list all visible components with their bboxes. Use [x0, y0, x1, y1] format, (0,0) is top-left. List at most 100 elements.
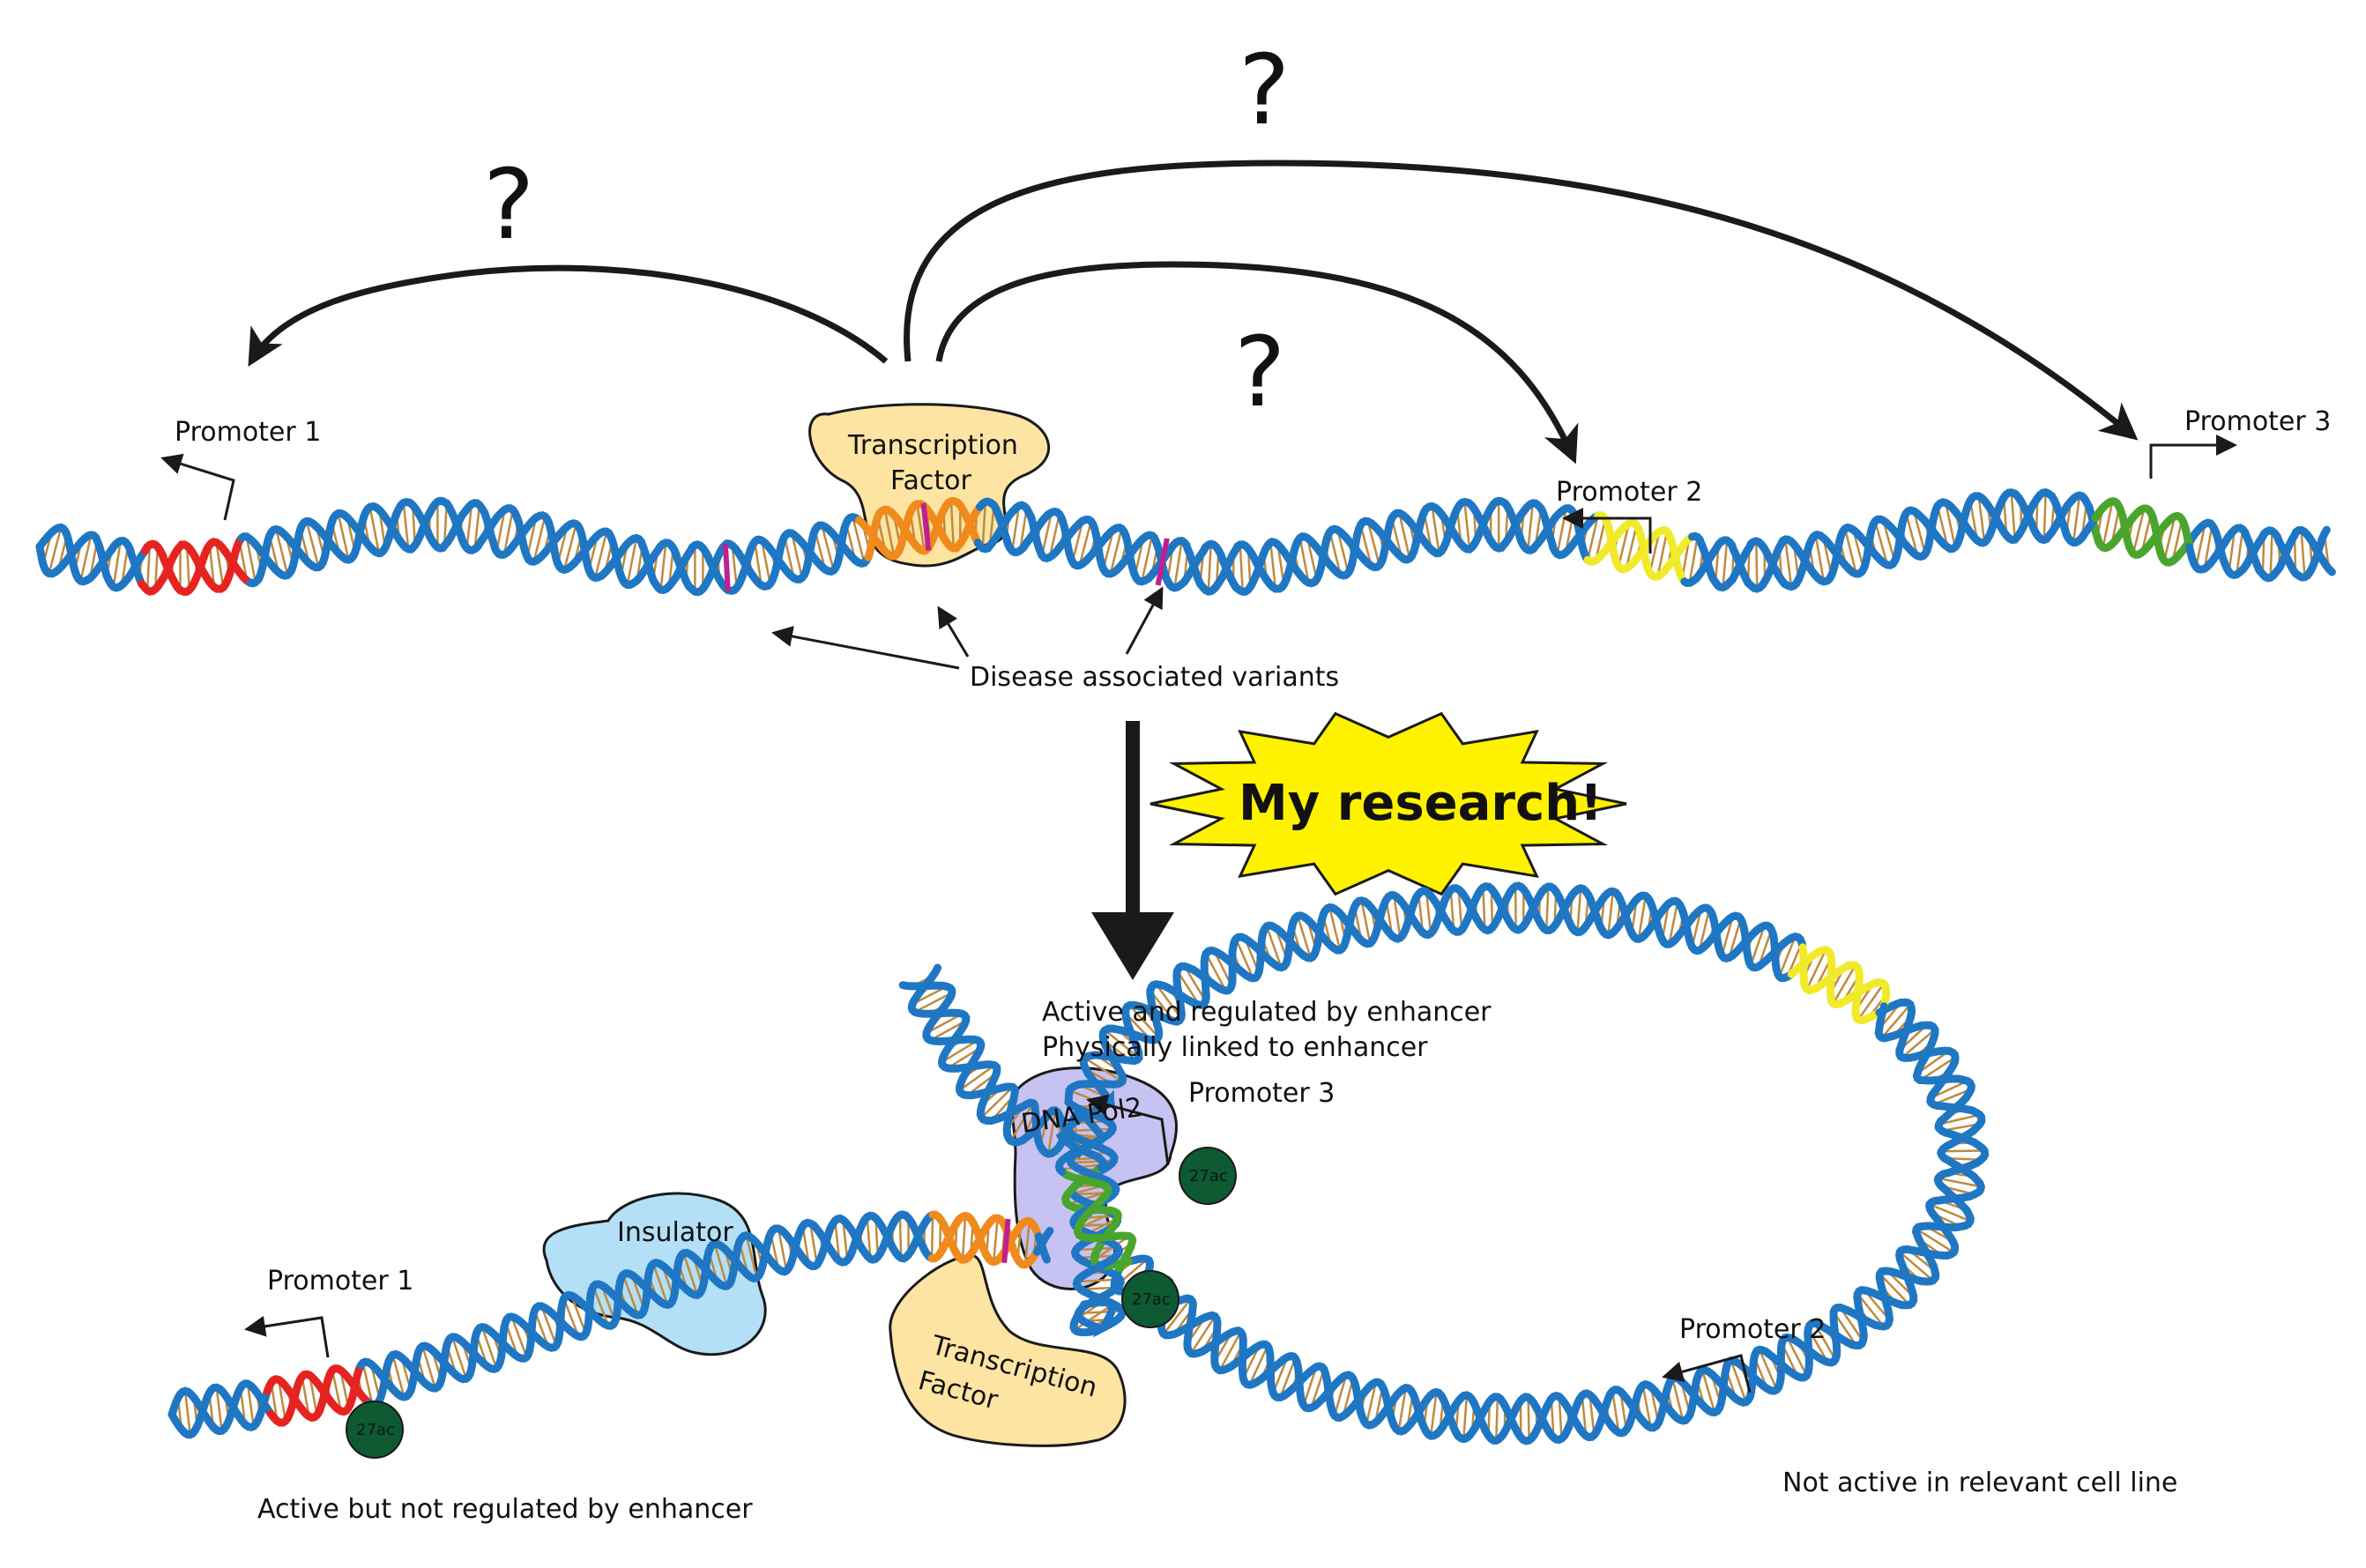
- dna-backbone: [2090, 504, 2196, 567]
- dna-base-pair: [1941, 1149, 1985, 1153]
- dna-base-pair: [1813, 1322, 1836, 1361]
- dna-base-pair: [450, 1336, 468, 1379]
- dna-backbone: [864, 496, 982, 561]
- dna-base-pair: [1882, 520, 1896, 562]
- dna-base-pair: [1429, 1392, 1438, 1437]
- dna-base-pair: [48, 527, 63, 574]
- dna-backbone: [167, 1379, 275, 1436]
- dna-base-pair: [1328, 907, 1342, 951]
- dna-base-pair: [540, 1305, 558, 1346]
- dna-base-pair: [2042, 492, 2047, 540]
- promoter-2-label-top: Promoter 2: [1556, 477, 1702, 508]
- dna-base-pair: [1269, 542, 1277, 590]
- dna-base-pair: [1239, 544, 1244, 592]
- dna-backbone: [1061, 1163, 1133, 1270]
- dna-base-pair: [1843, 528, 1857, 575]
- dna-base-pair: [1721, 916, 1734, 956]
- dna-base-pair: [570, 1295, 587, 1334]
- research-burst: [1150, 711, 1627, 896]
- dna-base-pair: [2072, 494, 2081, 543]
- dna-base-pair: [961, 1215, 967, 1260]
- dna-base-pair: [926, 1013, 964, 1035]
- dna-base-pair: [368, 506, 381, 554]
- dna-base-pair: [1010, 505, 1021, 552]
- promoter-3-label-bottom: Promoter 3: [1188, 1078, 1335, 1109]
- dna-base-pair: [1462, 1394, 1469, 1439]
- dna-base-pair: [1163, 1298, 1192, 1335]
- dna-base-pair: [1857, 983, 1885, 1021]
- dna-backbone: [1798, 943, 1884, 1025]
- dna-base-pair: [1668, 902, 1679, 945]
- dna-base-pair: [2010, 492, 2016, 540]
- dna-base-pair: [2236, 529, 2244, 575]
- dna-base-pair: [215, 1387, 223, 1431]
- dna-base-pair: [301, 1376, 310, 1417]
- active-not-regulated-label: Active but not regulated by enhancer: [257, 1494, 753, 1525]
- dna-base-pair: [208, 545, 216, 588]
- dna-base-pair: [1527, 502, 1535, 551]
- dna-base-pair: [866, 1216, 872, 1260]
- dna-base-pair: [1641, 1385, 1652, 1428]
- dna-base-pair: [1084, 1057, 1123, 1083]
- dna-base-pair: [1218, 1331, 1242, 1371]
- dna-base-pair: [914, 992, 953, 1014]
- promoter-2-label-bottom: Promoter 2: [1679, 1314, 1826, 1345]
- active-regulated-label-line1: Active and regulated by enhancer: [1042, 997, 1492, 1028]
- dna-base-pair: [1279, 1357, 1297, 1398]
- dna-base-pair: [1879, 1273, 1911, 1306]
- dna-backbone: [35, 523, 145, 588]
- dna-backbone: [35, 531, 149, 592]
- dna-base-pair: [421, 1346, 436, 1389]
- dna-backbone: [1064, 881, 1796, 1338]
- promoter-2-arrow-bottom: [1662, 1354, 1752, 1393]
- dna-base-pair: [1074, 1304, 1112, 1331]
- dna-base-pair: [1595, 518, 1607, 561]
- question-mark-promoter-2: ?: [1234, 316, 1285, 428]
- histone-chip-promoter-1-label: 27ac: [356, 1421, 395, 1439]
- dna-base-pair: [1425, 891, 1432, 934]
- dna-base-pair: [2300, 530, 2306, 577]
- dna-base-pair: [958, 1064, 995, 1092]
- curved-arrow-to-promoter-3: [904, 160, 2139, 441]
- dna-base-pair: [1617, 523, 1631, 567]
- dna-base-pair: [1207, 544, 1212, 592]
- dna-base-pair: [1366, 521, 1381, 566]
- dna-base-pair: [1093, 1235, 1130, 1261]
- dna-base-pair: [1607, 891, 1615, 936]
- dna-base-pair: [1190, 1315, 1216, 1355]
- dna-base-pair: [1786, 1336, 1808, 1377]
- dna-base-pair: [929, 1020, 967, 1042]
- dna-base-pair: [1067, 1190, 1109, 1206]
- dna-base-pair: [1298, 538, 1310, 583]
- dna-base-pair: [1936, 505, 1949, 548]
- dna-base-pair: [1109, 528, 1123, 575]
- dna-backbone: [898, 981, 1107, 1172]
- dna-base-pair: [659, 542, 667, 591]
- dna-base-pair: [1449, 889, 1455, 931]
- dna-base-pair: [465, 503, 473, 549]
- dna-base-pair: [277, 1379, 287, 1422]
- dna-base-pair: [930, 1215, 934, 1259]
- question-mark-promoter-3: ?: [1239, 33, 1290, 146]
- dna-base-pair: [2102, 501, 2114, 548]
- dna-base-pair: [1932, 1088, 1972, 1106]
- dna-base-pair: [1929, 1203, 1971, 1222]
- dna-base-pair: [1700, 1370, 1716, 1413]
- dna-base-pair: [1728, 918, 1742, 958]
- dna-base-pair: [1671, 1378, 1685, 1422]
- dna-base-pair: [1919, 1056, 1956, 1081]
- dna-base-pair: [1637, 895, 1648, 940]
- dna-base-pair: [1359, 524, 1373, 567]
- dna-base-pair: [898, 1215, 903, 1259]
- dna-base-pair: [992, 1217, 999, 1262]
- dna-base-pair: [626, 538, 638, 585]
- dna-strand-top: [35, 487, 2336, 597]
- dna-backbone: [1594, 510, 1689, 586]
- dna-base-pair: [1048, 514, 1061, 558]
- dna-base-pair: [651, 1263, 669, 1305]
- dna-base-pair: [1588, 1394, 1596, 1436]
- dna-base-pair: [1688, 537, 1699, 583]
- variant-pointer-left: [771, 626, 960, 670]
- dna-base-pair: [1248, 1345, 1269, 1386]
- variant-pointer-center: [937, 606, 970, 658]
